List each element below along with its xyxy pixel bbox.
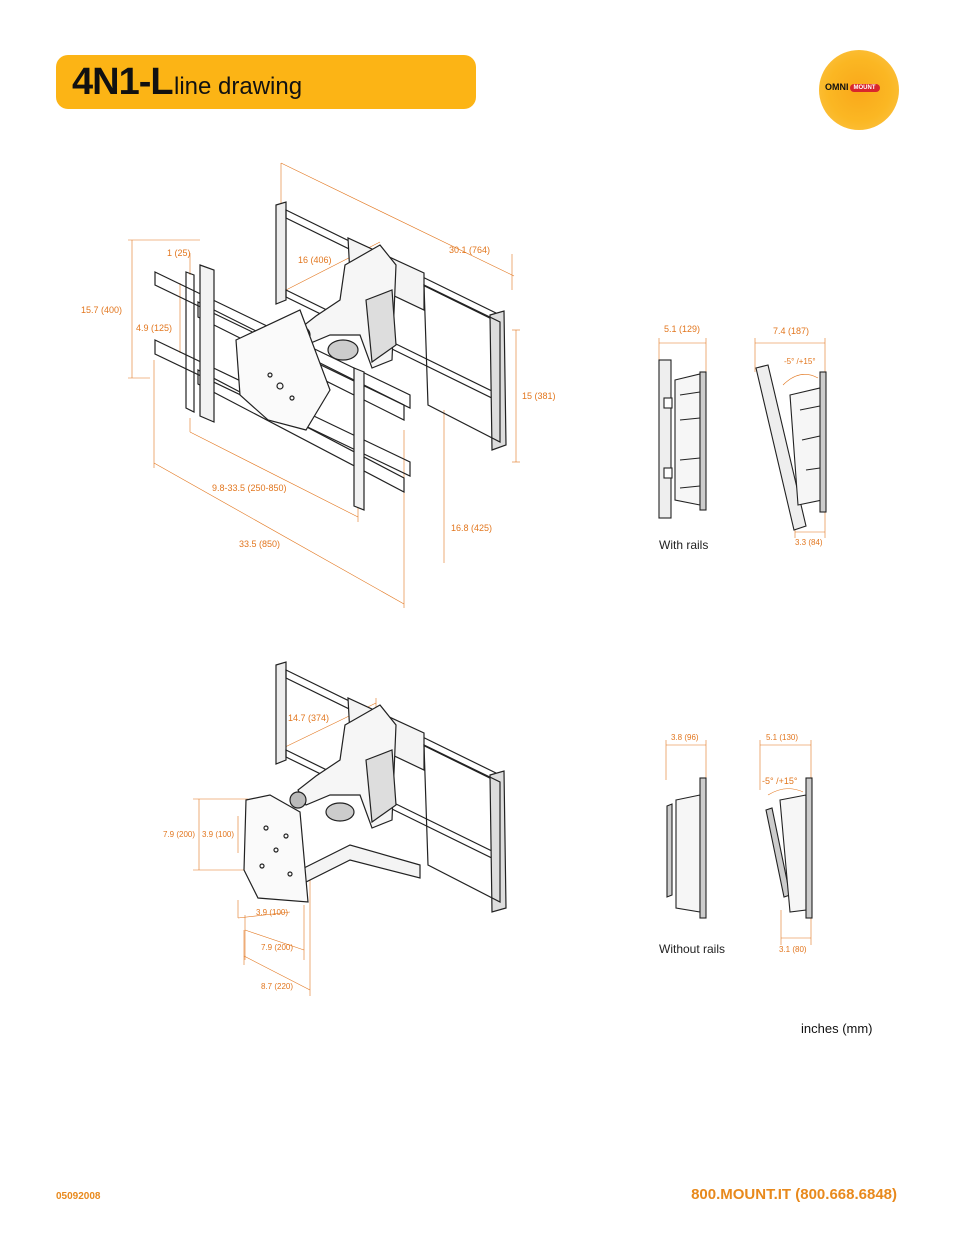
dim-side-rails-angle: -5° /+15°	[784, 357, 816, 366]
dim-top-9: 33.5 (850)	[239, 539, 281, 549]
logo-left-text: OMNI	[825, 82, 849, 92]
dim-side-rails-bottom: 3.3 (84)	[795, 538, 823, 547]
phone-number: 800.MOUNT.IT (800.668.6848)	[691, 1186, 897, 1203]
dim-top-4: 15.7 (400)	[81, 305, 123, 315]
caption-without-rails: Without rails	[659, 942, 726, 956]
document-number: 05092008	[56, 1191, 101, 1202]
dim-bottom-6: 8.7 (220)	[261, 982, 294, 991]
model-number: 4N1-L	[72, 61, 174, 103]
dim-top-2: 16 (406)	[298, 255, 332, 265]
bottom-dimension-lines	[193, 698, 377, 996]
top-dimension-lines	[128, 162, 520, 608]
dim-top-3: 30.1 (764)	[449, 245, 491, 255]
dim-bottom-5: 7.9 (200)	[261, 943, 294, 952]
dim-side-norails-angle: -5° /+15°	[762, 776, 798, 786]
dim-side-rails-tilt-depth: 7.4 (187)	[773, 326, 810, 336]
dim-top-8: 16.8 (425)	[451, 523, 493, 533]
dim-bottom-1: 14.7 (374)	[288, 713, 330, 723]
top-mount-outline	[154, 201, 507, 511]
dim-top-7: 9.8-33.5 (250-850)	[212, 483, 287, 493]
units-note: inches (mm)	[801, 1021, 873, 1036]
dim-side-norails-depth: 3.8 (96)	[671, 733, 699, 742]
logo-pill: MOUNT	[849, 83, 880, 92]
dim-bottom-3: 3.9 (100)	[202, 830, 235, 839]
title-banner: 4N1-L line drawing	[56, 55, 476, 109]
dim-top-6: 15 (381)	[522, 391, 556, 401]
side-dimension-lines	[658, 338, 826, 945]
bottom-mount-outline	[243, 661, 507, 913]
side-views-outline	[658, 359, 827, 919]
dim-top-1: 1 (25)	[167, 248, 191, 258]
dim-top-5: 4.9 (125)	[136, 323, 173, 333]
dim-bottom-2: 7.9 (200)	[163, 830, 196, 839]
page-subtitle: line drawing	[174, 73, 303, 100]
caption-with-rails: With rails	[659, 538, 709, 552]
dim-bottom-4: 3.9 (100)	[256, 908, 289, 917]
dim-side-norails-tilt-depth: 5.1 (130)	[766, 733, 799, 742]
dim-side-rails-depth: 5.1 (129)	[664, 324, 701, 334]
dim-side-norails-bottom: 3.1 (80)	[779, 945, 807, 954]
